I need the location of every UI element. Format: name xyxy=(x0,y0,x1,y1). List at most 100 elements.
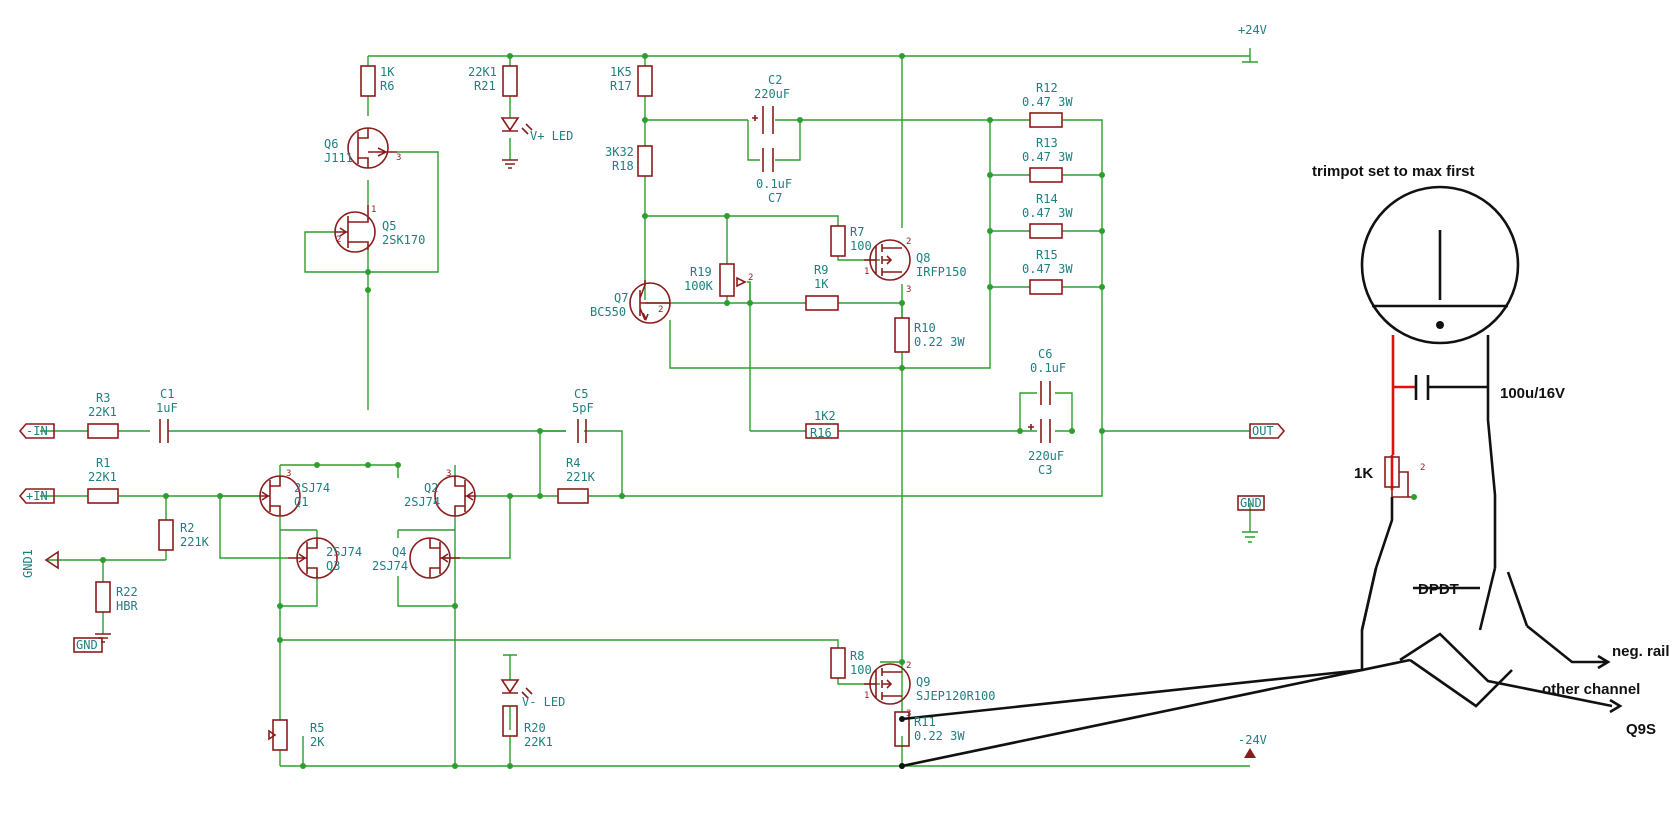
r15-ref: R15 xyxy=(1036,248,1058,262)
q6-part: J111 xyxy=(324,151,353,165)
r12-symbol xyxy=(1029,112,1063,128)
gnd-box-label: GND xyxy=(76,638,98,652)
r6-symbol xyxy=(360,65,376,97)
r7-value: 100 xyxy=(850,239,872,253)
r9-value: 1K xyxy=(814,277,829,291)
q3-part: 2SJ74 xyxy=(326,545,362,559)
c2-ref: C2 xyxy=(768,73,782,87)
r15-symbol xyxy=(1029,279,1063,295)
pin-number: 3 xyxy=(286,469,291,479)
cap-note: 100u/16V xyxy=(1500,385,1565,402)
c5-symbol xyxy=(577,419,587,443)
r10-symbol xyxy=(894,317,910,353)
r1-symbol xyxy=(87,488,119,504)
c7-symbol xyxy=(762,148,774,172)
q7-part: BC550 xyxy=(590,305,626,319)
c2-symbol xyxy=(752,106,774,134)
switch-label: DPDT xyxy=(1418,581,1459,598)
r20-symbol xyxy=(502,705,518,737)
r10-value: 0.22 3W xyxy=(914,335,965,349)
r2-value: 221K xyxy=(180,535,210,549)
r4-ref: R4 xyxy=(566,456,580,470)
led-vminus-symbol xyxy=(500,679,520,694)
component-symbols xyxy=(18,65,1286,758)
pin-number: 3 xyxy=(906,285,911,295)
r19-value: 100K xyxy=(684,279,714,293)
r11-ref: R11 xyxy=(914,715,936,729)
r9-ref: R9 xyxy=(814,263,828,277)
trimpot-note: trimpot set to max first xyxy=(1312,163,1475,180)
r21-symbol xyxy=(502,65,518,97)
r16-ref: R16 xyxy=(810,426,832,440)
c6-ref: C6 xyxy=(1038,347,1052,361)
r3-symbol xyxy=(87,423,119,439)
c3-symbol xyxy=(1028,419,1051,443)
q9-part: SJEP120R100 xyxy=(916,689,995,703)
q8-ref: Q8 xyxy=(916,251,930,265)
rail-pos-label: +24V xyxy=(1238,23,1267,37)
pin-number: 3 xyxy=(396,153,401,163)
r5-ref: R5 xyxy=(310,721,324,735)
r3-ref: R3 xyxy=(96,391,110,405)
c1-value: 1uF xyxy=(156,401,178,415)
port-in-pos[interactable]: +IN xyxy=(26,489,48,503)
led-vplus-symbol xyxy=(500,117,520,132)
r18-symbol xyxy=(637,145,653,177)
c7-ref: C7 xyxy=(768,191,782,205)
c5-ref: C5 xyxy=(574,387,588,401)
q9-ref: Q9 xyxy=(916,675,930,689)
q5-ref: Q5 xyxy=(382,219,396,233)
r6-value: 1K xyxy=(380,65,395,79)
r17-value: 1K5 xyxy=(610,65,632,79)
r3-value: 22K1 xyxy=(88,405,117,419)
rail-neg-label: -24V xyxy=(1238,733,1267,747)
q4-part: 2SJ74 xyxy=(372,559,408,573)
r11-value: 0.22 3W xyxy=(914,729,965,743)
q4-ref: Q4 xyxy=(392,545,406,559)
r19-ref: R19 xyxy=(690,265,712,279)
r8-symbol xyxy=(830,647,846,679)
meter-dial-shape xyxy=(1360,185,1520,345)
r8-value: 100 xyxy=(850,663,872,677)
wire-net xyxy=(40,48,1258,767)
led-vplus-label: V+ LED xyxy=(530,129,573,143)
port-in-pos-shape xyxy=(18,488,55,504)
trimpot-value: 1K xyxy=(1354,465,1373,482)
c3-ref: C3 xyxy=(1038,463,1052,477)
pin-number: 3 xyxy=(906,709,911,719)
neg-rail-label: neg. rail xyxy=(1612,643,1670,660)
r4-value: 221K xyxy=(566,470,596,484)
r12-ref: R12 xyxy=(1036,81,1058,95)
q6-ref: Q6 xyxy=(324,137,338,151)
r5-value: 2K xyxy=(310,735,325,749)
r22-symbol xyxy=(95,581,111,613)
c2-value: 220uF xyxy=(754,87,790,101)
port-out[interactable]: OUT xyxy=(1252,424,1274,438)
q7-ref: Q7 xyxy=(614,291,628,305)
port-gnd1: GND1 xyxy=(21,549,35,578)
c1-ref: C1 xyxy=(160,387,174,401)
pin-number: 2 xyxy=(658,305,663,315)
r22-ref: R22 xyxy=(116,585,138,599)
r2-symbol xyxy=(158,519,174,551)
pin-number: 3 xyxy=(446,469,451,479)
r14-ref: R14 xyxy=(1036,192,1058,206)
q1-part: 2SJ74 xyxy=(294,481,330,495)
r13-ref: R13 xyxy=(1036,136,1058,150)
pin-number: 1 xyxy=(864,267,869,277)
r10-ref: R10 xyxy=(914,321,936,335)
port-in-neg[interactable]: -IN xyxy=(26,424,48,438)
port-in-neg-shape xyxy=(18,423,55,439)
r17-symbol xyxy=(637,65,653,97)
port-gnd: GND xyxy=(1240,496,1262,510)
r18-value: 3K32 xyxy=(605,145,634,159)
q2-ref: Q2 xyxy=(424,481,438,495)
r21-ref: R21 xyxy=(474,79,496,93)
r20-ref: R20 xyxy=(524,721,546,735)
r22-value: HBR xyxy=(116,599,138,613)
c6-value: 0.1uF xyxy=(1030,361,1066,375)
q2-part: 2SJ74 xyxy=(404,495,440,509)
pin-number: 1 xyxy=(371,205,376,215)
r13-value: 0.47 3W xyxy=(1022,150,1073,164)
r21-value: 22K1 xyxy=(468,65,497,79)
